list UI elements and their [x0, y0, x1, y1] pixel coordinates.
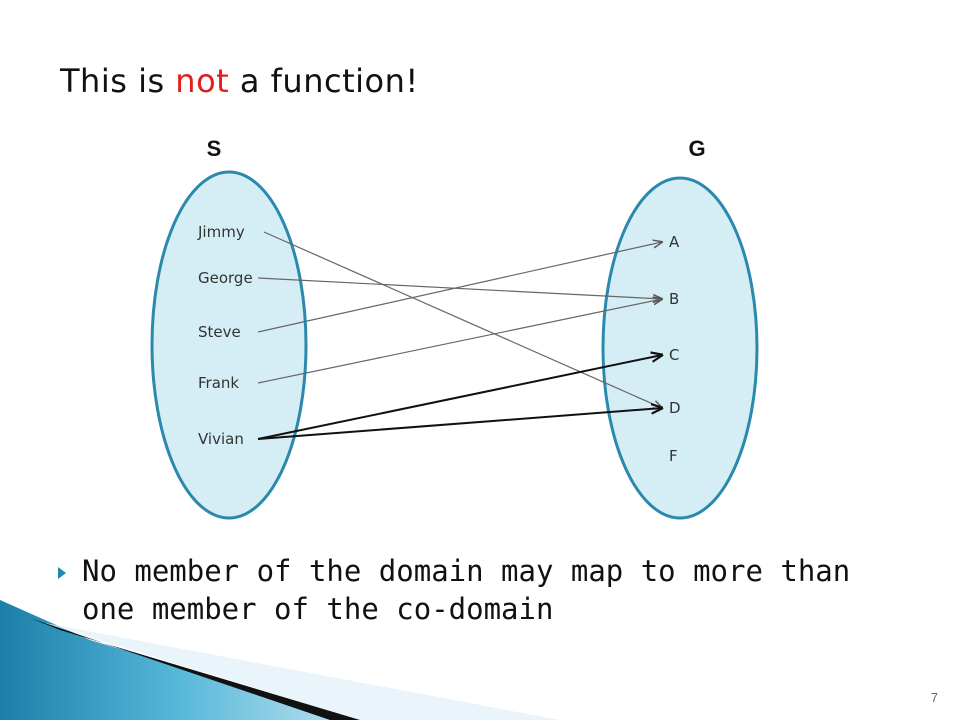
- codomain-item-d: D: [669, 399, 681, 417]
- title-prefix: This is: [60, 62, 176, 100]
- title-suffix: a function!: [229, 62, 419, 100]
- arrow-vivian-to-d: [257, 408, 662, 440]
- codomain-oval: [601, 176, 759, 520]
- arrow-george-to-b: [257, 277, 662, 299]
- arrow-frank-to-b: [257, 299, 662, 384]
- title-emphasis: not: [175, 62, 230, 100]
- bullet-text: No member of the domain may map to more …: [82, 554, 851, 626]
- bullet-point: No member of the domain may map to more …: [58, 552, 918, 628]
- codomain-item-f: F: [669, 447, 678, 465]
- codomain-label: G: [688, 136, 705, 161]
- domain-item-frank: Frank: [198, 374, 239, 392]
- codomain-item-c: C: [669, 346, 679, 364]
- domain-item-george: George: [198, 269, 253, 287]
- domain-oval: [150, 170, 308, 520]
- teal-swoosh-shape: [0, 600, 360, 720]
- corner-decoration: [0, 600, 560, 720]
- arrow-jimmy-to-d: [263, 231, 662, 408]
- page-number: 7: [930, 690, 938, 705]
- domain-label: S: [207, 136, 222, 161]
- domain-item-jimmy: Jimmy: [197, 223, 245, 241]
- codomain-item-a: A: [669, 233, 680, 251]
- arrow-vivian-to-c: [257, 355, 662, 440]
- domain-item-vivian: Vivian: [198, 430, 244, 448]
- bullet-triangle-icon: [58, 567, 66, 579]
- domain-item-steve: Steve: [198, 323, 241, 341]
- arrow-steve-to-a: [257, 242, 662, 333]
- codomain-item-b: B: [669, 290, 679, 308]
- slide-title: This is not a function!: [60, 62, 419, 100]
- light-swoosh-shape: [40, 622, 560, 720]
